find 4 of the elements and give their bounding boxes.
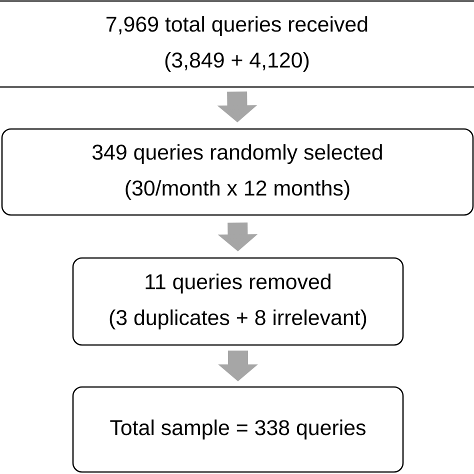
process-box: Total sample = 338 queries bbox=[72, 386, 404, 473]
process-box: 349 queries randomly selected (30/month x 12 months) bbox=[1, 128, 474, 216]
process-box: 7,969 total queries received (3,849 + 4,120) bbox=[0, 0, 474, 88]
process-box: 11 queries removed (3 duplicates + 8 irrelevant) bbox=[72, 257, 404, 346]
